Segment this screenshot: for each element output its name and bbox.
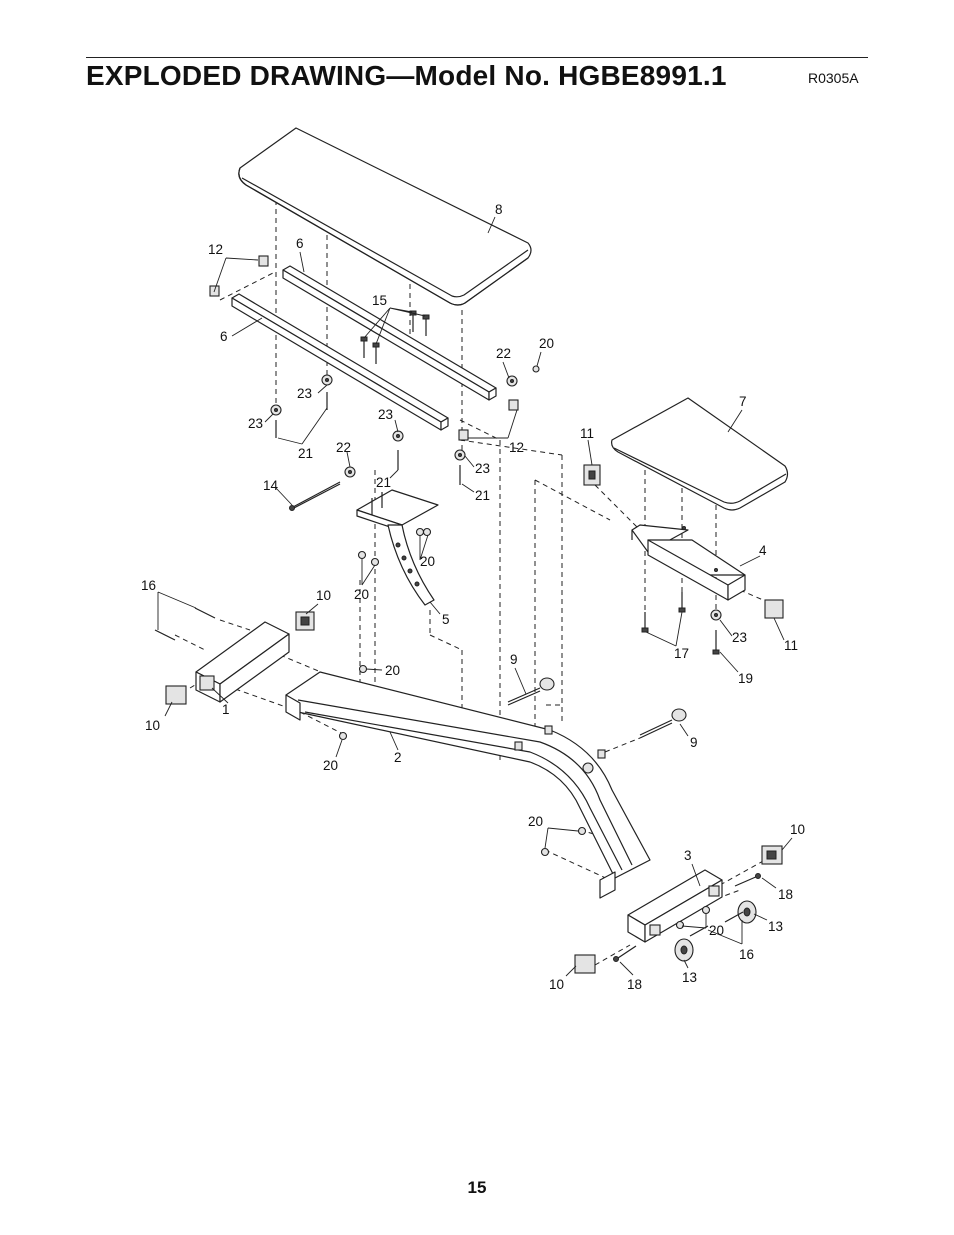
- callout-23-c: 23: [378, 407, 393, 422]
- part-13-wheels: [674, 900, 757, 962]
- callout-20-top: 20: [539, 336, 554, 351]
- part-8-seat-pad: [238, 127, 532, 306]
- callout-3: 3: [684, 848, 692, 863]
- callout-5: 5: [442, 612, 450, 627]
- seat-fasteners: [641, 592, 722, 655]
- part-11-caps: [583, 464, 784, 619]
- part-1-front-tube: [154, 607, 290, 703]
- part-10-caps: [165, 611, 783, 974]
- callout-9-b: 9: [690, 735, 698, 750]
- callout-22-top: 22: [496, 346, 511, 361]
- callout-10-a: 10: [316, 588, 331, 603]
- drawing-code: R0305A: [808, 70, 859, 86]
- callout-23-a: 23: [297, 386, 312, 401]
- rear-fasteners: [338, 664, 761, 962]
- callout-23-e: 23: [732, 630, 747, 645]
- callout-23-d: 23: [475, 461, 490, 476]
- callout-1: 1: [222, 702, 230, 717]
- callout-11-right: 11: [784, 638, 798, 653]
- callout-10-d: 10: [549, 977, 564, 992]
- part-7-seat-pad: [611, 397, 789, 511]
- callout-9-a: 9: [510, 652, 518, 667]
- callout-16-right: 16: [739, 947, 754, 962]
- part-2-main-frame: [285, 671, 651, 899]
- leader-lines: [157, 216, 793, 977]
- callout-23-b: 23: [248, 416, 263, 431]
- callout-21-a: 21: [298, 446, 313, 461]
- callout-17: 17: [674, 646, 689, 661]
- callout-8: 8: [495, 202, 503, 217]
- callout-10-c: 10: [790, 822, 805, 837]
- part-3-rear-tube: [627, 869, 723, 943]
- callout-20-wheel: 20: [709, 923, 724, 938]
- callout-6-bottom: 6: [220, 329, 228, 344]
- callout-20-bracket: 20: [420, 554, 435, 569]
- page-title: EXPLODED DRAWING—Model No. HGBE8991.1: [86, 60, 727, 91]
- callout-13-right: 13: [768, 919, 783, 934]
- part-6-rails: [231, 265, 497, 431]
- callout-20-bracket-left: 20: [354, 587, 369, 602]
- part-4-seat-frame: [631, 524, 746, 601]
- callout-2: 2: [394, 750, 402, 765]
- part-14-bolt: [289, 481, 341, 511]
- header-rule: [86, 57, 868, 58]
- part-9-knobs: [507, 677, 687, 739]
- callout-12-top: 12: [208, 242, 223, 257]
- callout-20-rear: 20: [528, 814, 543, 829]
- part-5-bracket: [356, 489, 439, 606]
- callout-11-top: 11: [580, 426, 594, 441]
- callout-4: 4: [759, 543, 767, 558]
- callout-13-left: 13: [682, 970, 697, 985]
- callout-16-left: 16: [141, 578, 156, 593]
- callout-20-low: 20: [323, 758, 338, 773]
- callout-10-b: 10: [145, 718, 160, 733]
- callout-21-c: 21: [475, 488, 490, 503]
- callout-22-left: 22: [336, 440, 351, 455]
- callout-6-top: 6: [296, 236, 304, 251]
- callout-18-left: 18: [627, 977, 642, 992]
- rail-fasteners: [270, 310, 540, 485]
- page-number: 15: [467, 1178, 487, 1197]
- callout-21-b: 21: [376, 475, 391, 490]
- callout-7: 7: [739, 394, 747, 409]
- callout-12-right: 12: [509, 440, 524, 455]
- callout-15: 15: [372, 293, 387, 308]
- callout-labels: 8 7 12 6 6 15 22 20 12 23 23 21 23 22 21…: [141, 202, 805, 992]
- callout-18-right: 18: [778, 887, 793, 902]
- callout-20-mid: 20: [385, 663, 400, 678]
- callout-14: 14: [263, 478, 279, 493]
- callout-19: 19: [738, 671, 753, 686]
